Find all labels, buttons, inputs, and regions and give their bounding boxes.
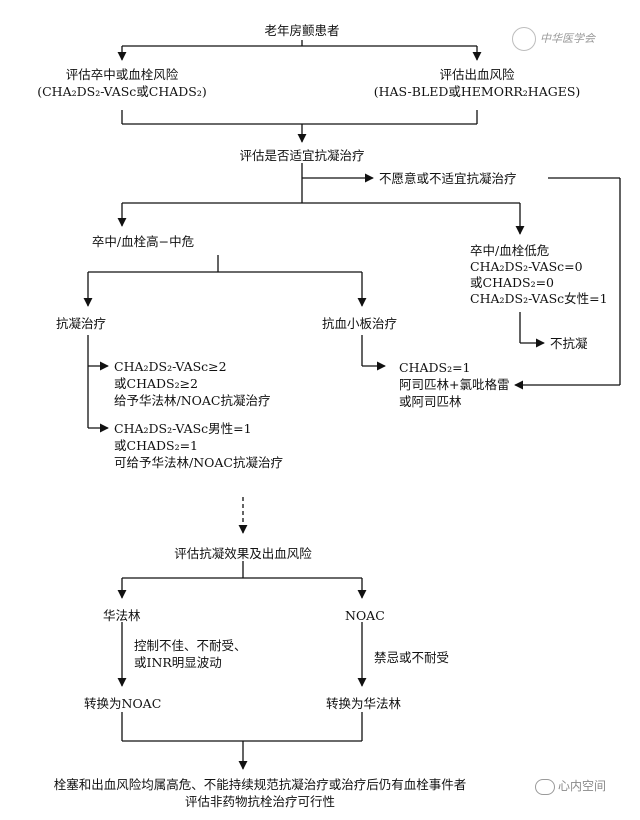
node-elderly-af: 老年房颤患者: [264, 23, 340, 38]
node-final-assess: 评估非药物抗栓治疗可行性: [184, 794, 335, 809]
watermark-top-right: 中华医学会: [512, 27, 595, 51]
node-assess-effect: 评估抗凝效果及出血风险: [174, 546, 312, 561]
node-low-risk-chadsvasc: CHA₂DS₂-VASc=0: [470, 259, 583, 274]
node-low-risk-chads: 或CHADS₂=0: [470, 275, 555, 290]
node-ac-b-therapy: 可给予华法林/NOAC抗凝治疗: [114, 455, 283, 470]
node-noac-reason: 禁忌或不耐受: [374, 650, 450, 665]
node-no-anticoag: 不抗凝: [550, 336, 588, 351]
node-ac-a-chads: 或CHADS₂≥2: [114, 376, 199, 391]
node-ac-a-therapy: 给予华法林/NOAC抗凝治疗: [114, 393, 271, 408]
watermark-bottom-right: 心内空间: [535, 777, 606, 795]
node-warfarin-reason-1: 控制不佳、不耐受、: [134, 638, 247, 653]
node-anticoag: 抗凝治疗: [56, 316, 107, 331]
node-warfarin: 华法林: [103, 608, 141, 623]
node-unwilling: 不愿意或不适宜抗凝治疗: [379, 171, 517, 186]
node-assess-suitability: 评估是否适宜抗凝治疗: [239, 148, 365, 163]
node-final-criteria: 栓塞和出血风险均属高危、不能持续规范抗凝治疗或治疗后仍有血栓事件者: [53, 777, 467, 792]
seal-icon: [512, 27, 536, 51]
node-ap-aspirin: 或阿司匹林: [399, 394, 462, 409]
node-low-risk-title: 卒中/血栓低危: [470, 243, 550, 258]
node-ap-dual: 阿司匹林+氯吡格雷: [399, 377, 510, 392]
node-stroke-risk-scores: (CHA₂DS₂-VASc或CHADS₂): [37, 84, 207, 99]
node-ac-b-score: CHA₂DS₂-VASc男性=1: [114, 421, 252, 436]
node-to-noac: 转换为NOAC: [84, 696, 162, 711]
node-to-warfarin: 转换为华法林: [326, 696, 402, 711]
node-antiplatelet: 抗血小板治疗: [322, 316, 398, 331]
node-bleed-risk-scores: (HAS-BLED或HEMORR₂HAGES): [373, 84, 581, 99]
chat-bubble-icon: [535, 778, 555, 795]
node-stroke-risk-title: 评估卒中或血栓风险: [65, 67, 179, 82]
node-ac-a-score: CHA₂DS₂-VASc≥2: [114, 359, 227, 374]
node-warfarin-reason-2: 或INR明显波动: [134, 655, 222, 670]
node-ap-chads: CHADS₂=1: [399, 360, 471, 375]
node-low-risk-female: CHA₂DS₂-VASc女性=1: [470, 291, 608, 306]
node-high-mid-risk: 卒中/血栓高−中危: [91, 234, 195, 249]
node-noac: NOAC: [345, 608, 385, 623]
node-ac-b-chads: 或CHADS₂=1: [114, 438, 199, 453]
node-bleed-risk-title: 评估出血风险: [439, 67, 515, 82]
